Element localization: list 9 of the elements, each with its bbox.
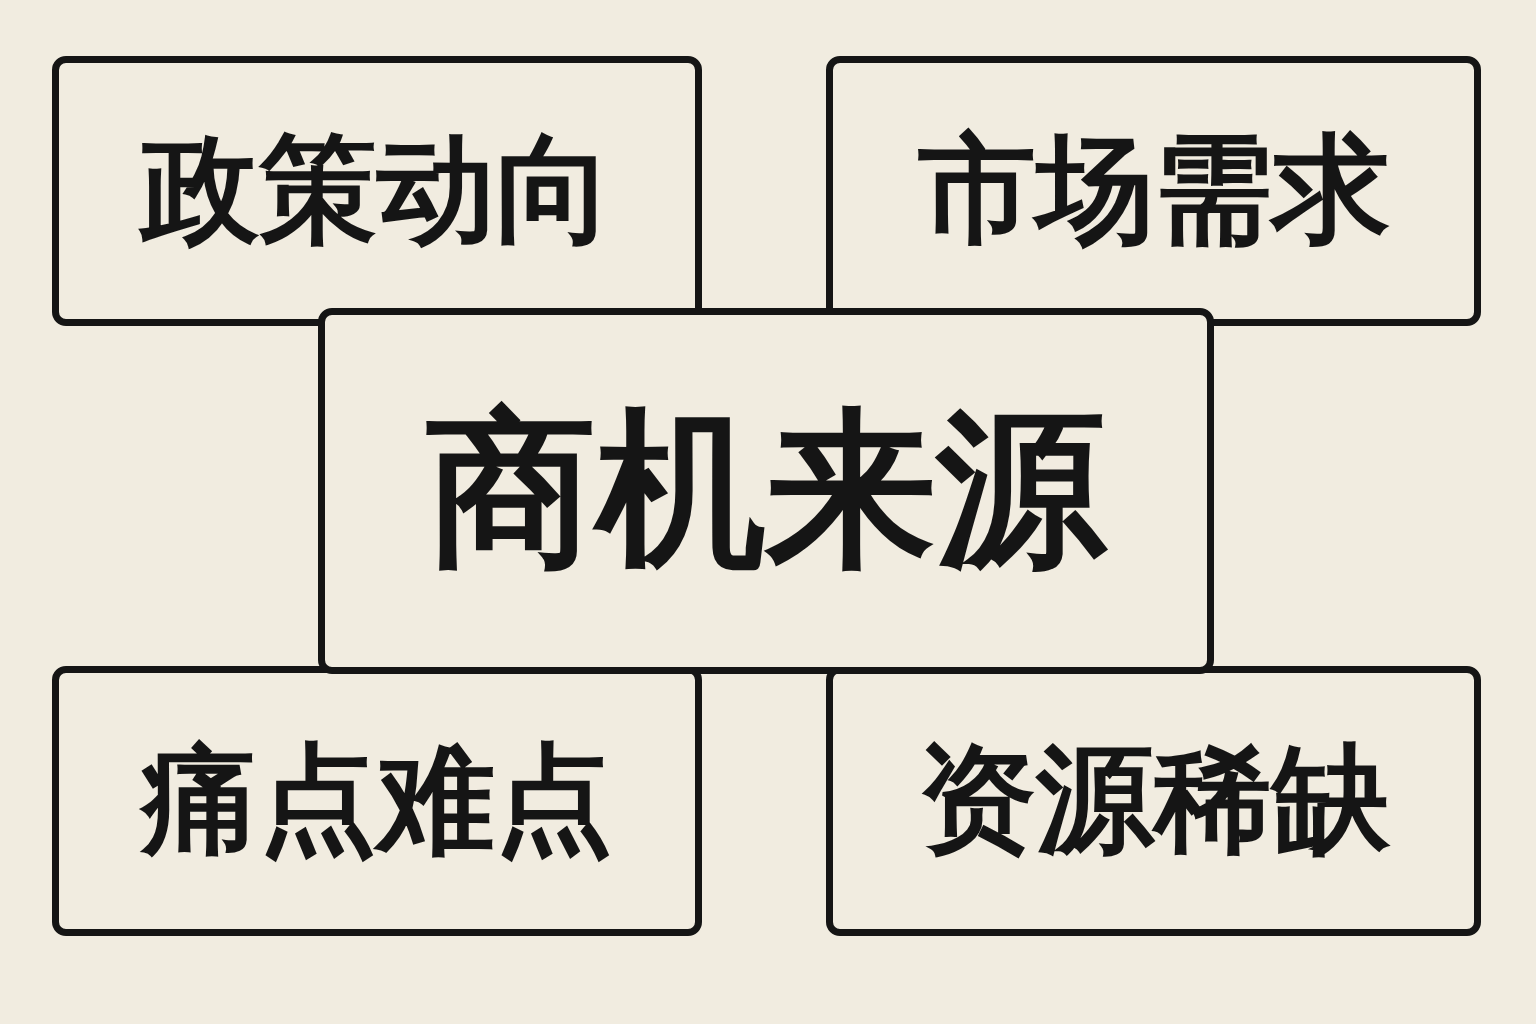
topic-box [826,56,1481,326]
center-title: 商机来源 [426,388,1106,590]
topic-label: 资源稀缺 [917,729,1390,870]
topic-box [826,666,1481,936]
topic-label: 市场需求 [917,119,1390,260]
topic-box [52,56,702,326]
center-box [318,308,1214,674]
topic-label: 痛点难点 [141,729,613,870]
topic-box [52,666,702,936]
